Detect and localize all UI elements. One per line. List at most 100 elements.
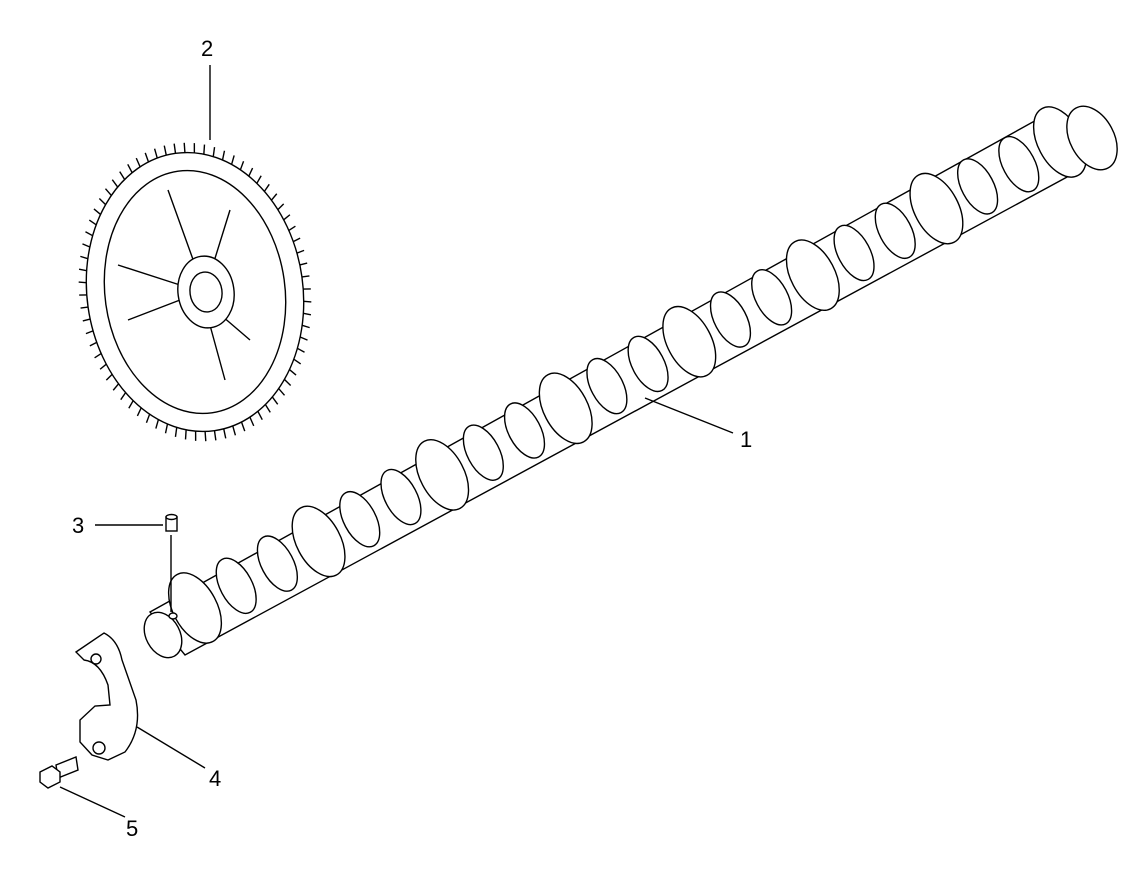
callout-2: 2 — [201, 36, 213, 61]
thrust-plate-lower-hole — [92, 741, 106, 755]
leader-line-5 — [59, 786, 126, 818]
camshaft-lobe — [709, 291, 752, 348]
camshaft-lobe — [751, 269, 793, 326]
gear-tooth — [145, 413, 151, 423]
gear-tooth — [303, 300, 312, 303]
gear-tooth — [223, 428, 227, 439]
camshaft-lobe — [998, 135, 1040, 193]
thrust-plate — [74, 632, 139, 761]
camshaft — [143, 105, 1118, 659]
gear-tooth — [263, 183, 270, 192]
bolt-head — [39, 765, 61, 789]
gear-tooth — [293, 358, 302, 365]
dowel-pin — [165, 513, 178, 620]
camshaft-lobe — [503, 402, 546, 459]
camshaft-journal — [538, 372, 593, 445]
dowel-hole — [168, 612, 178, 620]
gear-tooth — [89, 341, 98, 347]
gear-tooth — [249, 416, 255, 427]
gear-tooth — [212, 147, 216, 157]
gear-tooth — [303, 312, 312, 316]
gear-tooth — [264, 404, 271, 413]
camshaft-rear-journal — [1066, 105, 1118, 171]
gear-tooth — [239, 161, 245, 171]
camshaft-lobe — [586, 357, 628, 415]
camshaft-journal — [662, 305, 717, 378]
gear-tooth — [155, 419, 160, 429]
gear-tooth — [301, 324, 310, 329]
gear-tooth — [299, 336, 308, 341]
camshaft-journal — [785, 239, 840, 311]
gear-teeth — [78, 142, 312, 442]
gear-tooth — [203, 144, 206, 155]
gear-tooth — [297, 347, 305, 353]
gear-tooth — [296, 249, 305, 254]
gear-tooth — [184, 429, 187, 440]
gear-tooth — [270, 193, 278, 201]
camshaft-gear — [78, 142, 312, 442]
camshaft-lobe — [874, 202, 916, 259]
gear-tooth — [289, 369, 297, 376]
gear-tooth — [144, 152, 150, 163]
camshaft-front-face — [143, 611, 183, 659]
callout-5: 5 — [126, 816, 138, 841]
gear-tooth — [82, 318, 91, 322]
gear-tooth — [82, 243, 91, 248]
gear-tooth — [127, 164, 133, 174]
gear-tooth — [136, 407, 142, 417]
gear-tooth — [301, 275, 310, 278]
gear-tooth — [232, 425, 237, 436]
gear-tooth — [119, 171, 126, 180]
gear-tooth — [153, 148, 158, 159]
gear-tooth — [80, 255, 89, 260]
gear-tooth — [98, 197, 107, 206]
camshaft-lobe — [339, 491, 381, 548]
dowel-pin-top — [165, 513, 178, 521]
gear-tooth — [99, 363, 107, 370]
gear-tooth — [120, 392, 127, 401]
gear-tooth — [230, 155, 235, 165]
gear-tooth — [128, 400, 134, 409]
gear-tooth — [248, 167, 254, 177]
gear-tooth — [111, 179, 119, 188]
gear-tooth — [112, 383, 120, 391]
camshaft-lobe — [627, 335, 669, 393]
gear-tooth — [278, 388, 286, 396]
gear-tooth — [288, 225, 296, 232]
leader-line-1 — [644, 397, 734, 434]
camshaft-lobe — [833, 224, 875, 282]
camshaft-segments — [167, 106, 1088, 644]
gear-tooth — [105, 373, 113, 381]
gear-tooth — [94, 352, 102, 359]
gear-tooth — [292, 237, 301, 243]
gear-tooth — [283, 214, 291, 221]
gear-tooth — [257, 410, 263, 420]
leader-line-4 — [136, 726, 206, 769]
callout-1: 1 — [740, 427, 752, 452]
camshaft-lobe — [380, 468, 422, 526]
gear-tooth — [271, 396, 279, 405]
camshaft-journal — [291, 505, 346, 578]
camshaft-lobe — [215, 557, 257, 615]
gear-bore — [189, 271, 223, 313]
gear-tooth — [174, 427, 178, 437]
bolt — [39, 756, 79, 789]
gear-tooth — [135, 157, 141, 168]
gear-spokes — [117, 189, 251, 381]
gear-tooth — [78, 268, 87, 272]
camshaft-lobe — [956, 158, 999, 215]
gear-tooth — [256, 175, 262, 184]
gear-tooth — [80, 306, 89, 309]
gear-tooth — [299, 262, 308, 266]
gear-tooth — [221, 150, 226, 161]
leader-lines — [59, 65, 734, 818]
gear-tooth — [204, 431, 207, 442]
gear-tooth — [104, 188, 112, 196]
gear-tooth — [85, 330, 94, 335]
gear-tooth — [277, 203, 285, 211]
callout-3: 3 — [72, 513, 84, 538]
gear-tooth — [164, 423, 169, 434]
gear-tooth — [163, 145, 167, 156]
gear-tooth — [283, 378, 292, 387]
